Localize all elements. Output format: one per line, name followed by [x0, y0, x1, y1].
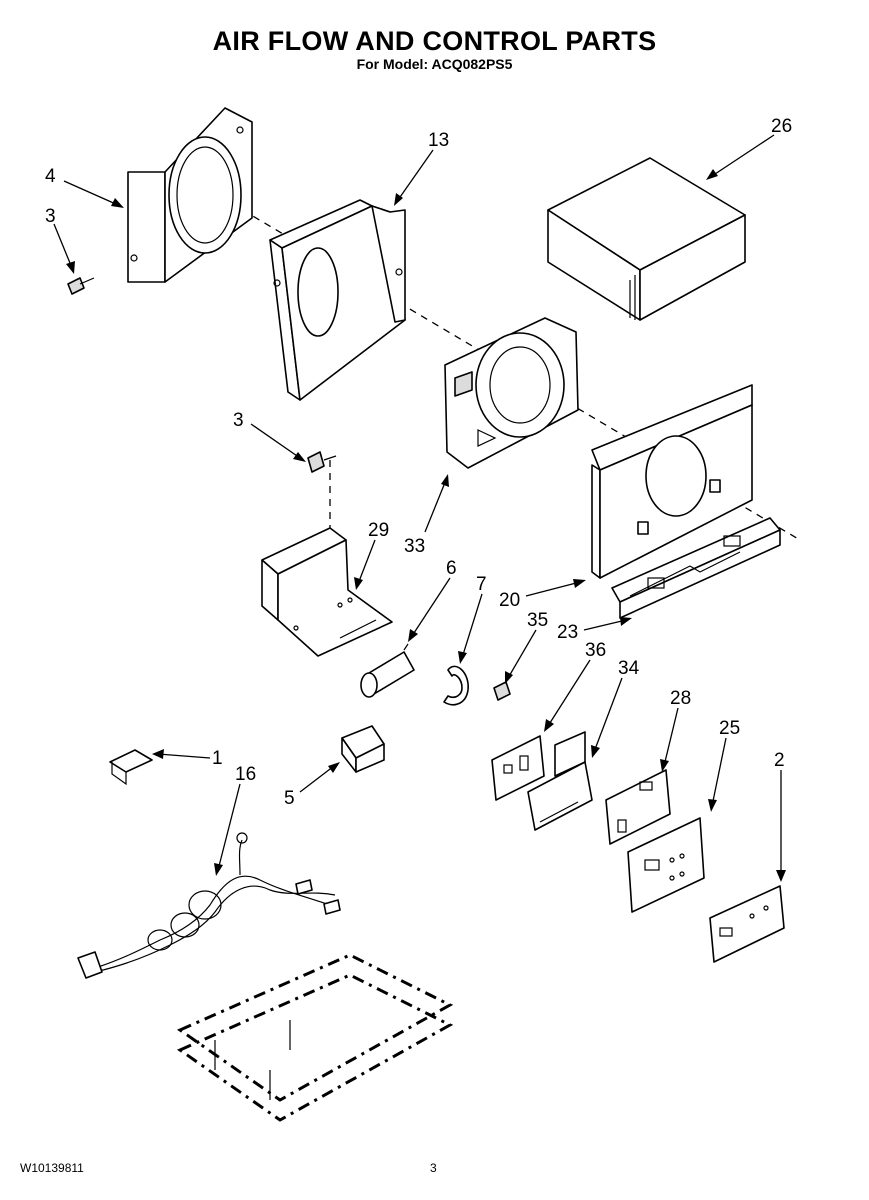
assembly-centerlines [174, 169, 801, 541]
callout-36: 36 [585, 640, 606, 661]
callout-34: 34 [618, 658, 640, 679]
callout-25: 25 [719, 718, 740, 739]
callout-20: 20 [499, 590, 520, 611]
callout-2: 2 [774, 750, 785, 771]
part-1-clip [109, 749, 153, 786]
callout-33: 33 [404, 536, 425, 557]
part-20-bulkhead [591, 384, 753, 579]
callout-23: 23 [557, 622, 578, 643]
part-34-board-bracket [527, 731, 593, 831]
part-6-capacitor [360, 643, 415, 698]
page-subtitle: For Model: ACQ082PS5 [356, 56, 513, 72]
part-3-screw-upper [67, 277, 95, 295]
callout-7: 7 [476, 574, 487, 595]
leader-lines [53, 134, 786, 882]
callout-29: 29 [368, 520, 389, 541]
part-5-transformer [341, 725, 385, 773]
part-13-air-duct [269, 199, 406, 401]
callout-1: 1 [212, 748, 223, 769]
part-16-wire-harness [77, 832, 341, 979]
part-3-screw-lower [307, 451, 337, 473]
part-2-overlay [709, 885, 785, 963]
callout-3-lower: 3 [233, 410, 244, 431]
part-26-cover [547, 157, 746, 321]
callout-4: 4 [45, 166, 56, 187]
callout-16: 16 [235, 764, 256, 785]
callout-labels: 26 13 4 3 3 29 33 6 7 35 20 23 36 34 28 … [45, 116, 792, 809]
part-29-control-box [261, 527, 393, 657]
part-35-screw [493, 681, 511, 701]
document-number: W10139811 [20, 1161, 84, 1175]
callout-35: 35 [527, 610, 548, 631]
part-23-drain-pan [611, 517, 781, 619]
callout-3-upper: 3 [45, 206, 56, 227]
part-4-shroud-bracket [127, 107, 253, 283]
part-7-capacitor-strap [443, 665, 469, 706]
callout-26: 26 [771, 116, 792, 137]
callout-13: 13 [428, 130, 449, 151]
callout-6: 6 [446, 558, 457, 579]
page-title: AIR FLOW AND CONTROL PARTS [212, 26, 657, 56]
part-25-control-panel [627, 817, 705, 913]
part-33-scroll-housing [444, 317, 579, 469]
phantom-base-pan [176, 953, 454, 1122]
part-36-control-board [491, 735, 545, 801]
callout-5: 5 [284, 788, 295, 809]
part-28-display-board [605, 769, 671, 845]
page-number: 3 [430, 1161, 437, 1175]
callout-28: 28 [670, 688, 691, 709]
